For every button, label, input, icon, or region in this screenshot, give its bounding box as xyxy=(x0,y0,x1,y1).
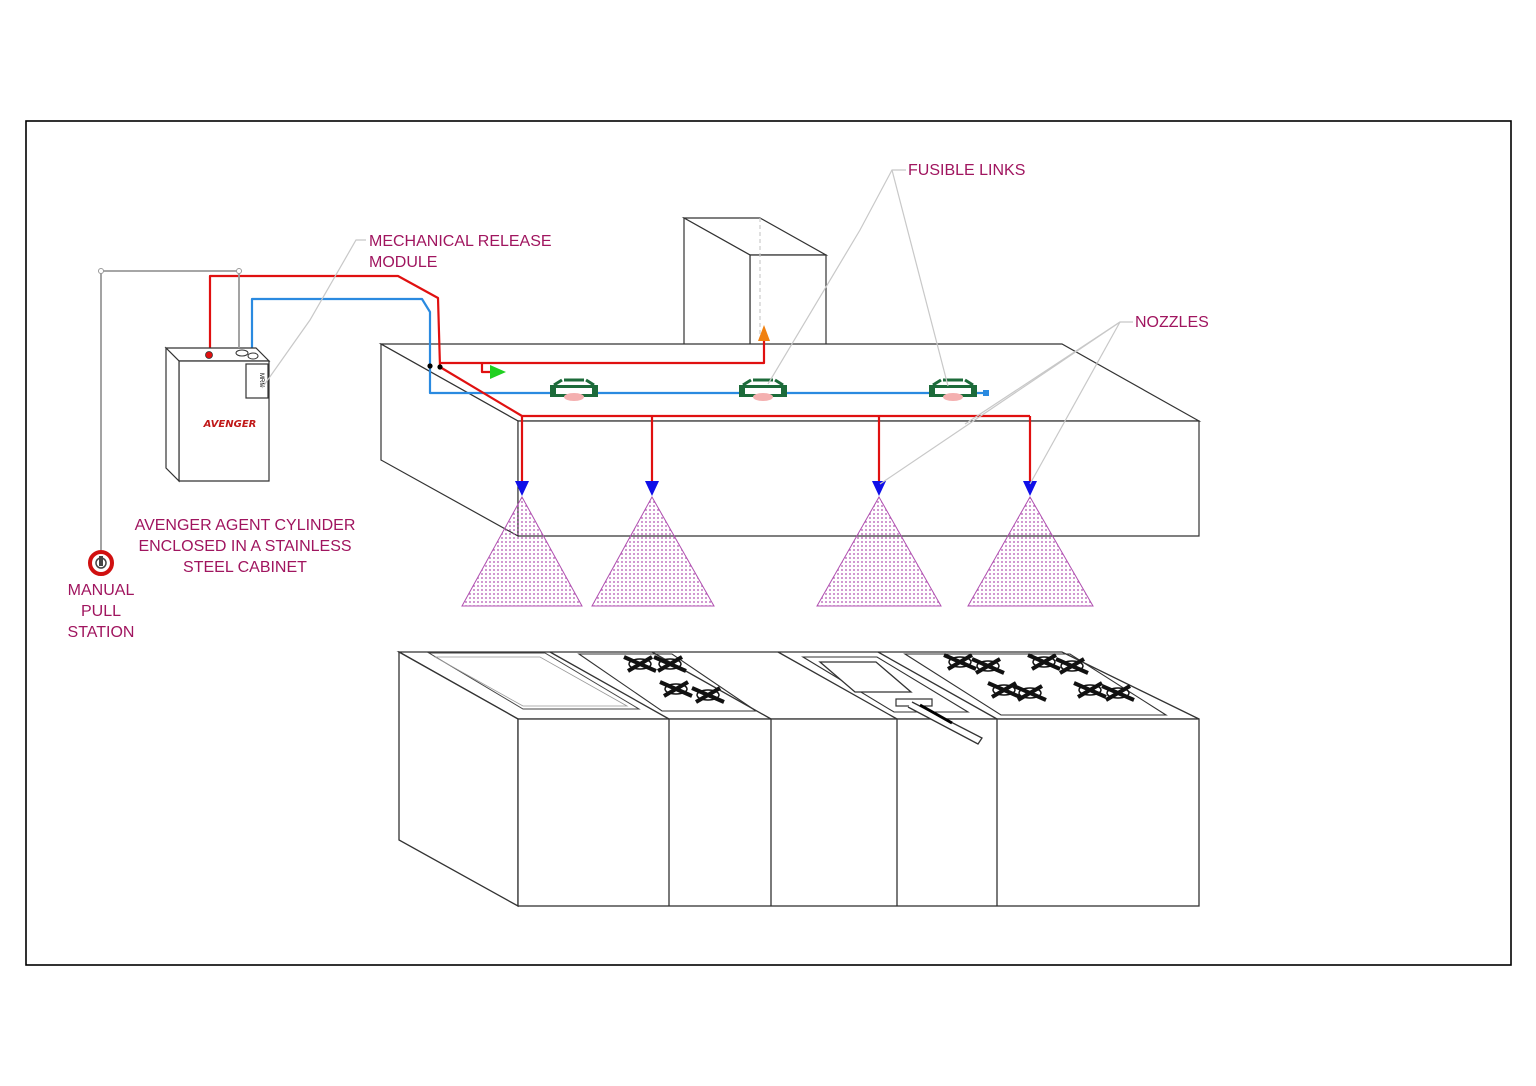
pipe-junction xyxy=(427,363,433,369)
mechanical-release-label-line2: MODULE xyxy=(369,254,438,271)
cooking-appliance-line xyxy=(396,650,1200,908)
line-cap xyxy=(983,390,989,396)
cabinet-module-tag: MRM xyxy=(258,373,264,387)
pull-cable xyxy=(100,270,240,550)
cylinder-label-line1: AVENGER AGENT CYLINDER xyxy=(134,517,356,534)
drawing-border xyxy=(25,120,1512,966)
fryer-top xyxy=(801,656,970,713)
cylinder-label-line3: STEEL CABINET xyxy=(183,559,307,576)
cabinet-brand: AVENGER xyxy=(203,419,257,430)
range-top xyxy=(577,653,758,712)
cylinder-label-line2: ENCLOSED IN A STAINLESS xyxy=(138,538,352,555)
fusible-link-icon xyxy=(739,378,787,401)
nozzles-label: NOZZLES xyxy=(1135,314,1209,331)
spray-cone xyxy=(461,495,1094,607)
range-top xyxy=(903,653,1168,716)
pull-station-label-line2: PULL xyxy=(80,603,122,620)
nozzle-icon xyxy=(872,481,886,496)
griddle-plate-inner xyxy=(433,656,629,707)
cabinet-port xyxy=(247,352,259,360)
orange-arrow-icon xyxy=(758,325,770,341)
fusible-links-label: FUSIBLE LINKS xyxy=(908,162,1026,179)
cable-pulley xyxy=(236,268,242,274)
green-arrow-icon xyxy=(490,365,506,379)
mechanical-release-label-line1: MECHANICAL RELEASE xyxy=(369,233,552,250)
cabinet-port xyxy=(235,349,249,357)
fryer-vat xyxy=(818,661,913,693)
pipe-junction xyxy=(437,364,443,370)
agent-cylinder-cabinet xyxy=(164,346,271,483)
distribution-piping xyxy=(208,274,1032,484)
burner-icon xyxy=(943,653,1135,702)
fusible-link-icon xyxy=(929,378,977,401)
fryer-handle-grip xyxy=(919,703,953,725)
pull-station-label-line3: STATION xyxy=(67,624,135,641)
manual-pull-station-icon xyxy=(88,550,114,576)
nozzle-icon xyxy=(1023,481,1037,496)
leader-lines xyxy=(261,169,1133,485)
nozzle-icon xyxy=(515,481,529,496)
burner-icon xyxy=(623,655,725,704)
fusible-link-icon xyxy=(550,378,598,401)
nozzle-icon xyxy=(645,481,659,496)
cable-pulley xyxy=(98,268,104,274)
pull-station-label-line1: MANUAL xyxy=(67,582,135,599)
griddle-plate xyxy=(427,652,641,710)
cabinet-outlet xyxy=(205,351,213,359)
